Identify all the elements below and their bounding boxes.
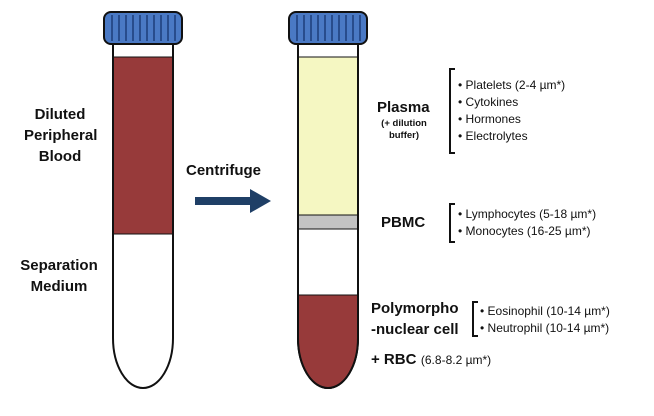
pmn-item: Eosinophil (10-14 µm*) (480, 303, 610, 320)
diluted-blood-line3: Blood (38, 148, 82, 165)
plasma-item: Platelets (2-4 µm*) (458, 77, 566, 94)
left-tube-cap (103, 11, 183, 45)
pbmc-layer (298, 215, 358, 229)
pbmc-bracket (449, 203, 455, 243)
centrifuge-label: Centrifuge (186, 162, 261, 179)
pbmc-components-list: Lymphocytes (5-18 µm*) Monocytes (16-25 … (458, 206, 597, 240)
plasma-note-line1: (+ dilution (381, 118, 427, 129)
pbmc-item: Lymphocytes (5-18 µm*) (458, 206, 597, 223)
right-tube (288, 11, 368, 389)
diluted-blood-label: Diluted Peripheral Blood (24, 104, 98, 167)
separation-medium-line1: Separation (20, 257, 98, 274)
plasma-note: (+ dilution buffer) (372, 118, 436, 142)
plasma-item: Cytokines (458, 94, 565, 111)
separation-medium-line2: Medium (30, 278, 88, 295)
pmn-item: Neutrophil (10-14 µm*) (480, 320, 610, 337)
pmn-title-line2: -nuclear cell (371, 321, 459, 338)
plasma-item: Electrolytes (458, 128, 565, 145)
pbmc-item: Monocytes (16-25 µm*) (458, 223, 596, 240)
left-tube (103, 11, 183, 389)
plasma-layer (298, 57, 358, 215)
pbmc-title: PBMC (381, 214, 426, 231)
right-tube-cap (288, 11, 368, 45)
rbc-layer (298, 295, 358, 388)
rbc-size: (6.8-8.2 µm*) (420, 353, 492, 367)
plasma-title: Plasma (377, 99, 430, 116)
separation-medium-label: Separation Medium (14, 255, 104, 297)
rbc-title: + RBC (371, 351, 417, 368)
centrifuge-arrow (195, 189, 271, 213)
left-blood-layer (114, 57, 172, 234)
diluted-blood-line2: Peripheral (24, 127, 98, 144)
plasma-item: Hormones (458, 111, 565, 128)
pmn-bracket (472, 301, 478, 337)
pmn-title: Polymorpho -nuclear cell (371, 298, 459, 340)
pmn-components-list: Eosinophil (10-14 µm*) Neutrophil (10-14… (480, 303, 610, 337)
pmn-title-line1: Polymorpho (371, 300, 459, 317)
plasma-components-list: Platelets (2-4 µm*) Cytokines Hormones E… (458, 77, 566, 145)
diluted-blood-line1: Diluted (34, 106, 86, 123)
plasma-bracket (449, 68, 455, 154)
plasma-note-line2: buffer) (388, 130, 420, 141)
rbc-label: + RBC (6.8-8.2 µm*) (371, 349, 491, 370)
